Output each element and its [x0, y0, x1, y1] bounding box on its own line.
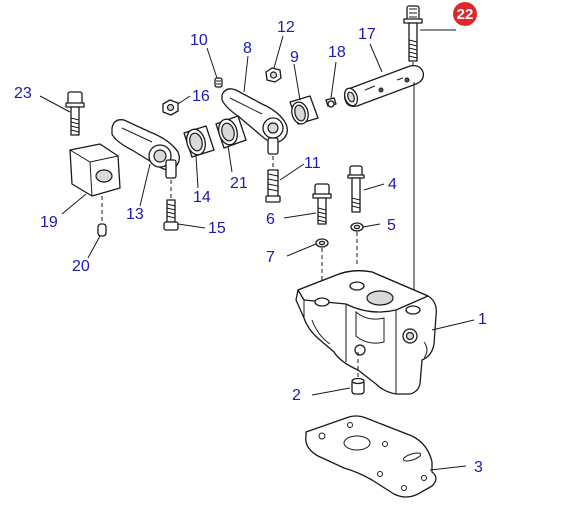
callout-1[interactable]: 1 — [478, 311, 487, 328]
callouts: 1 2 3 4 5 6 7 8 9 10 11 12 13 14 15 16 1… — [14, 2, 487, 476]
callout-16[interactable]: 16 — [192, 88, 210, 105]
part-12-nut[interactable] — [265, 67, 282, 83]
part-11-screw[interactable] — [265, 156, 281, 203]
part-8-rocker-arm[interactable] — [221, 88, 288, 155]
callout-8[interactable]: 8 — [243, 40, 252, 57]
callout-22-badge — [453, 2, 477, 26]
part-22-bolt[interactable] — [403, 5, 423, 78]
callout-22-highlight[interactable]: 22 — [453, 2, 477, 26]
part-2-dowel[interactable] — [351, 377, 365, 395]
callout-20[interactable]: 20 — [72, 258, 90, 275]
part-16-nut[interactable] — [162, 99, 179, 116]
part-4-bolt[interactable] — [347, 165, 365, 213]
part-15-bolt[interactable] — [163, 180, 179, 231]
part-3-gasket[interactable] — [305, 415, 437, 498]
part-6-bolt[interactable] — [312, 183, 332, 225]
part-20-dowel[interactable] — [97, 223, 107, 237]
part-5-washer[interactable] — [350, 222, 364, 266]
callout-6[interactable]: 6 — [266, 211, 275, 228]
part-23-bolt[interactable] — [65, 91, 85, 136]
callout-13[interactable]: 13 — [126, 206, 144, 223]
callout-17[interactable]: 17 — [358, 26, 376, 43]
callout-22[interactable]: 22 — [457, 6, 474, 23]
callout-11[interactable]: 11 — [304, 155, 321, 172]
part-21-bushing[interactable] — [215, 115, 247, 149]
callout-10[interactable]: 10 — [190, 32, 208, 49]
callout-9[interactable]: 9 — [290, 49, 299, 66]
callout-18[interactable]: 18 — [328, 44, 346, 61]
callout-4[interactable]: 4 — [388, 176, 397, 193]
callout-21[interactable]: 21 — [230, 175, 248, 192]
callout-15[interactable]: 15 — [208, 220, 226, 237]
callout-23[interactable]: 23 — [14, 85, 32, 102]
callout-2[interactable]: 2 — [292, 387, 301, 404]
part-19-bracket[interactable] — [69, 143, 121, 222]
part-13-rocker-arm[interactable] — [111, 119, 180, 179]
part-1-housing[interactable] — [295, 270, 437, 395]
callout-3[interactable]: 3 — [474, 459, 483, 476]
callout-14[interactable]: 14 — [193, 189, 211, 206]
part-10-pin[interactable] — [214, 77, 223, 88]
part-9-bushing[interactable] — [289, 95, 319, 126]
callout-12[interactable]: 12 — [277, 19, 295, 36]
part-14-bushing[interactable] — [183, 125, 215, 158]
callout-19[interactable]: 19 — [40, 214, 58, 231]
callout-7[interactable]: 7 — [266, 249, 275, 266]
leader-lines — [39, 29, 475, 471]
part-18-pin[interactable] — [325, 97, 337, 108]
callout-5[interactable]: 5 — [387, 217, 396, 234]
part-17-shaft[interactable] — [342, 64, 424, 300]
